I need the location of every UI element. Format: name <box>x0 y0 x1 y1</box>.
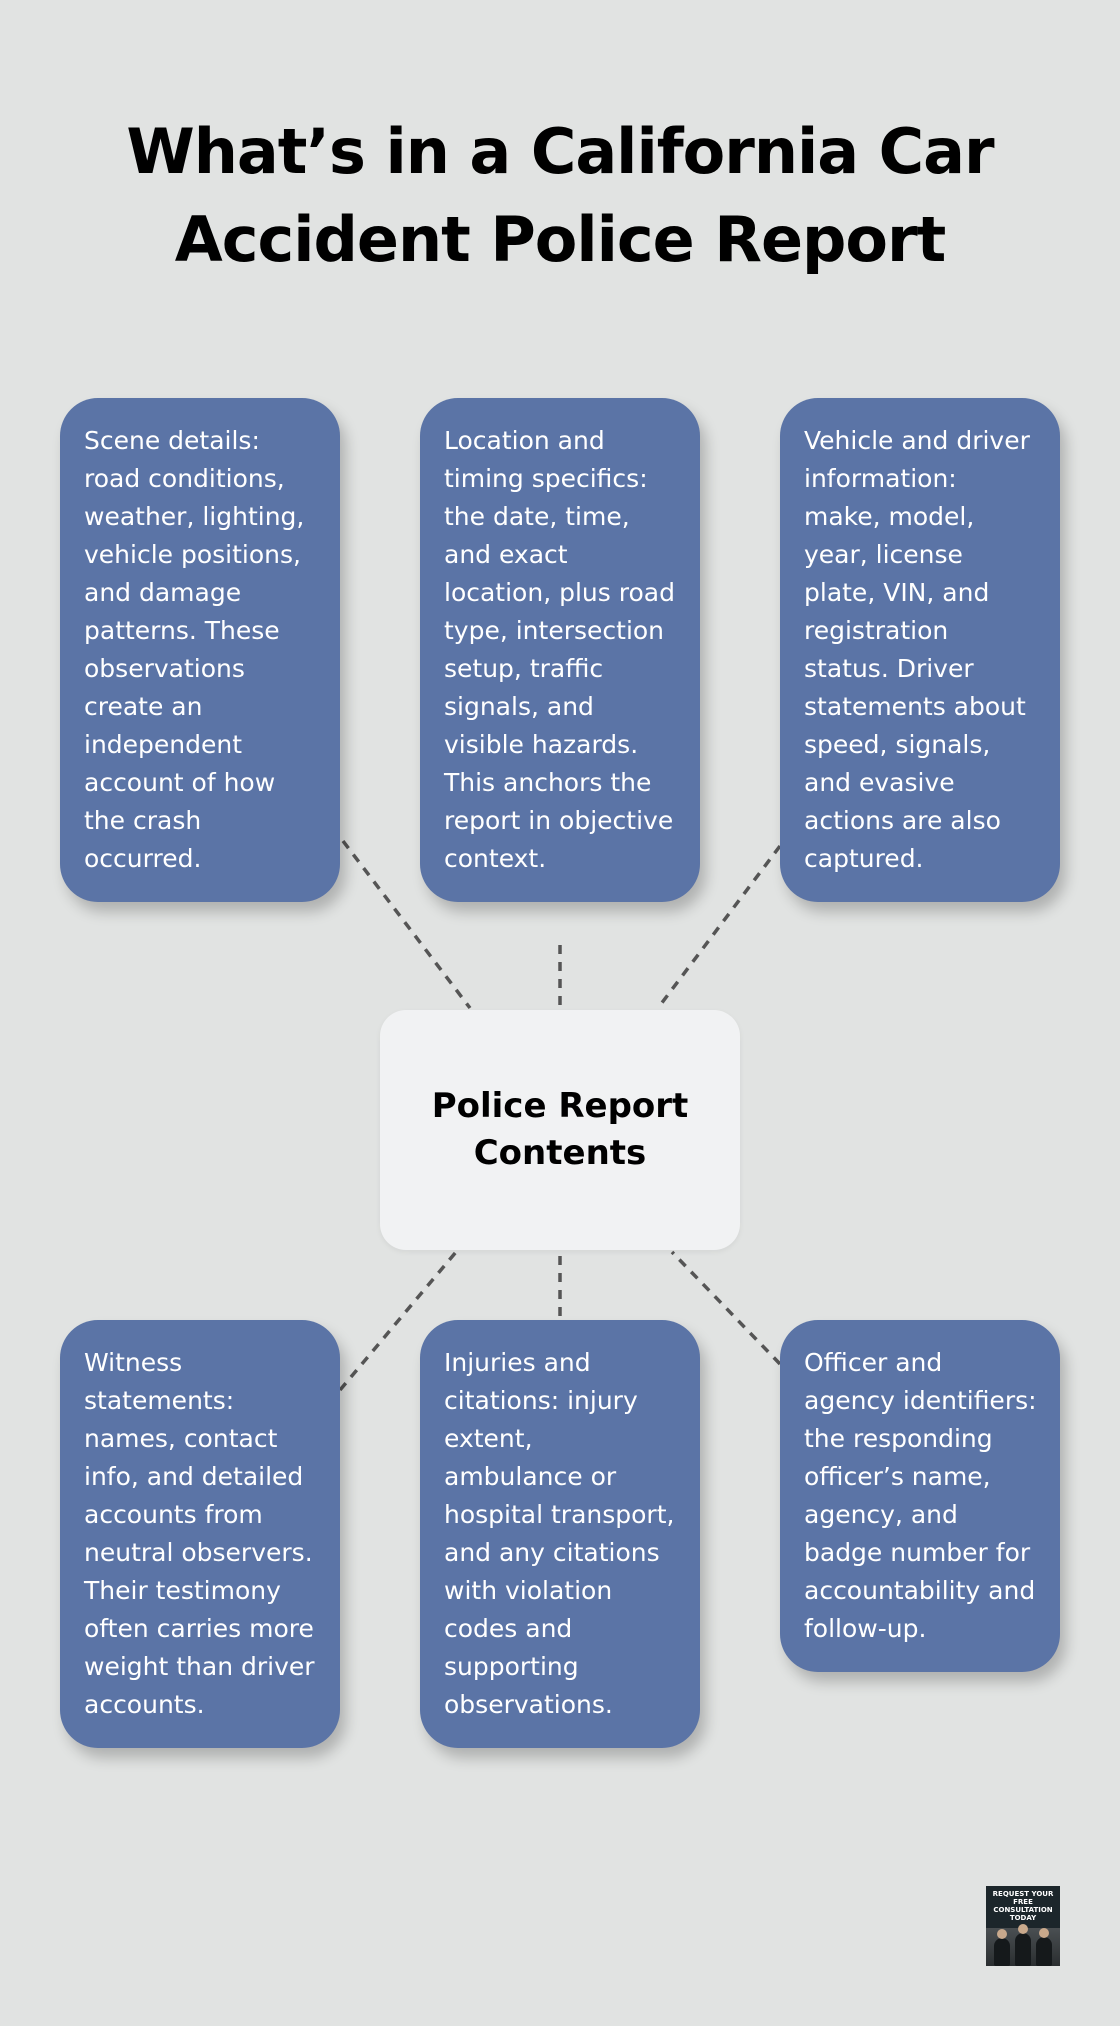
card-location-timing: Location and timing specifics: the date,… <box>420 398 700 902</box>
card-text: Officer and agency identifiers: the resp… <box>804 1348 1037 1643</box>
card-vehicle-driver: Vehicle and driver information: make, mo… <box>780 398 1060 902</box>
card-text: Vehicle and driver information: make, mo… <box>804 426 1030 873</box>
badge-photo <box>986 1924 1060 1966</box>
card-text: Injuries and citations: injury extent, a… <box>444 1348 675 1719</box>
consultation-badge-icon[interactable]: REQUEST YOUR FREE CONSULTATION TODAY <box>986 1886 1060 1966</box>
connector-scene <box>341 839 472 1010</box>
connector-witness <box>338 1250 458 1392</box>
badge-text: REQUEST YOUR FREE CONSULTATION TODAY <box>992 1890 1054 1922</box>
card-officer-agency: Officer and agency identifiers: the resp… <box>780 1320 1060 1672</box>
center-label: Police Report Contents <box>431 1086 689 1173</box>
card-text: Scene details: road conditions, weather,… <box>84 426 305 873</box>
connector-officer <box>670 1250 782 1366</box>
card-text: Witness statements: names, contact info,… <box>84 1348 315 1719</box>
card-text: Location and timing specifics: the date,… <box>444 426 675 873</box>
center-node: Police Report Contents <box>380 1010 740 1250</box>
card-witness-statements: Witness statements: names, contact info,… <box>60 1320 340 1748</box>
page-title: What’s in a California Car Accident Poli… <box>126 115 994 276</box>
card-scene-details: Scene details: road conditions, weather,… <box>60 398 340 902</box>
card-injuries-citations: Injuries and citations: injury extent, a… <box>420 1320 700 1748</box>
